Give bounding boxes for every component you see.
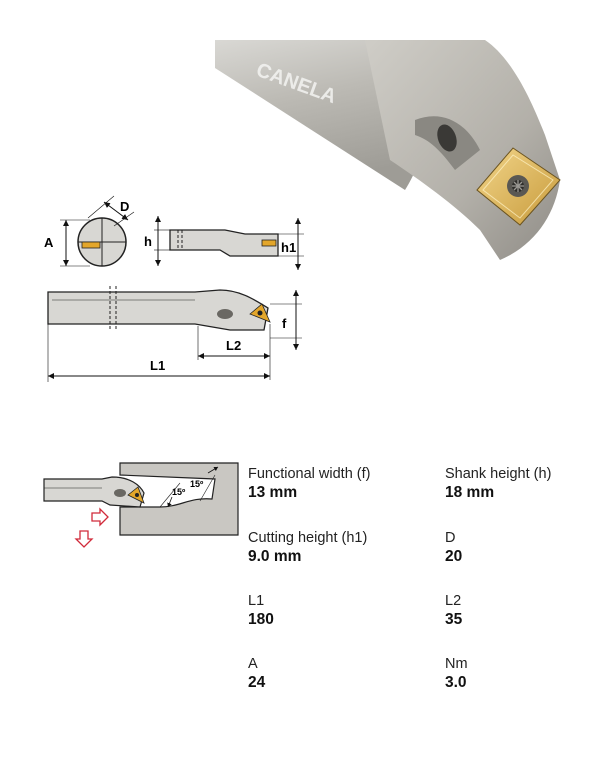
spec-cutting-height: Cutting height (h1) 9.0 mm bbox=[248, 529, 398, 566]
angle-a-label: 15º bbox=[172, 487, 186, 497]
dim-h1-label: h1 bbox=[281, 240, 296, 255]
top-view: f L2 L1 bbox=[47, 286, 302, 382]
feed-direction-arrows bbox=[74, 507, 109, 548]
dimension-drawing: A D h h1 f bbox=[44, 195, 304, 382]
spec-shank-height: Shank height (h) 18 mm bbox=[445, 465, 595, 502]
spec-label: D bbox=[445, 530, 456, 546]
spec-label: Shank height (h) bbox=[445, 466, 552, 482]
spec-D: D 20 bbox=[445, 529, 595, 566]
spec-value: 180 bbox=[248, 611, 274, 628]
spec-value: 9.0 mm bbox=[248, 548, 302, 565]
spec-label: Functional width (f) bbox=[248, 466, 371, 482]
spec-label: Cutting height (h1) bbox=[248, 530, 368, 546]
dim-h-label: h bbox=[144, 234, 152, 249]
spec-value: 13 mm bbox=[248, 484, 298, 501]
spec-label: A bbox=[248, 656, 258, 672]
spec-value: 20 bbox=[445, 548, 463, 565]
dim-f-label: f bbox=[282, 316, 287, 331]
product-photo: CANELA bbox=[215, 40, 561, 260]
insert-photo bbox=[476, 147, 561, 226]
spec-value: 24 bbox=[248, 674, 266, 691]
spec-L1: L1 180 bbox=[248, 592, 398, 629]
spec-value: 35 bbox=[445, 611, 463, 628]
spec-Nm: Nm 3.0 bbox=[445, 655, 595, 692]
side-view: h h1 bbox=[144, 216, 304, 270]
spec-value: 18 mm bbox=[445, 484, 495, 501]
spec-label: Nm bbox=[445, 656, 468, 672]
end-view: A D bbox=[44, 195, 135, 267]
spec-label: L2 bbox=[445, 593, 462, 609]
dim-L2-label: L2 bbox=[226, 338, 241, 353]
application-diagram: 15º 15º bbox=[43, 462, 239, 548]
spec-A: A 24 bbox=[248, 655, 398, 692]
spec-functional-width: Functional width (f) 13 mm bbox=[248, 465, 398, 502]
spec-value: 3.0 bbox=[445, 674, 467, 691]
spec-label: L1 bbox=[248, 593, 265, 609]
dim-D-label: D bbox=[120, 199, 129, 214]
angle-b-label: 15º bbox=[190, 479, 204, 489]
spec-L2: L2 35 bbox=[445, 592, 595, 629]
dim-A-label: A bbox=[44, 235, 54, 250]
dim-L1-label: L1 bbox=[150, 358, 165, 373]
